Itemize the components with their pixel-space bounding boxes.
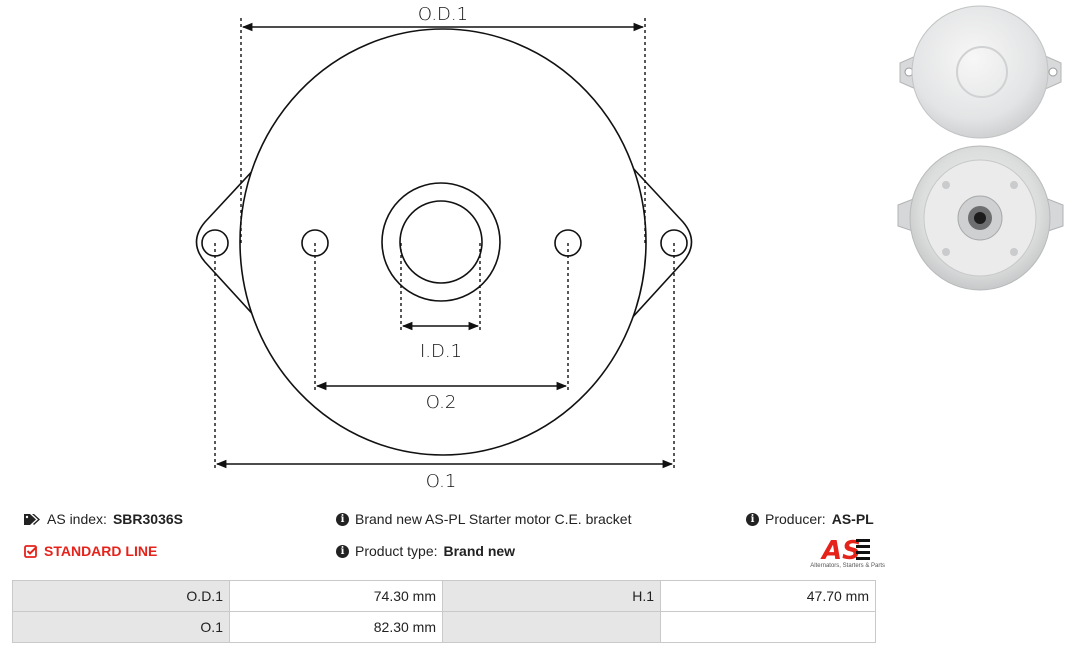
spec-value [660,611,876,643]
spec-value: 82.30 mm [229,611,443,643]
bushing-inner [399,200,483,284]
id1-label: I.D.1 [420,341,462,362]
spec-value: 74.30 mm [229,580,443,612]
check-square-icon [24,544,38,558]
product-photo [897,5,1064,291]
spec-table: O.D.1 74.30 mm H.1 47.70 mm O.1 82.30 mm [12,580,876,643]
tags-icon [24,513,41,526]
product-type-row: i Product type: Brand new [336,543,515,559]
right-ear-outline [629,164,693,321]
standard-line-row: STANDARD LINE [24,543,157,559]
spec-label [442,611,661,643]
as-pl-logo: AS [820,536,870,566]
table-row: O.D.1 74.30 mm H.1 47.70 mm [12,580,876,612]
product-type-label: Product type: [355,543,438,559]
od1-label: O.D.1 [418,4,468,25]
standard-line-label: STANDARD LINE [44,543,158,559]
photo-top-view [899,5,1062,139]
logo-subtitle: Alternators, Starters & Parts [810,563,885,569]
photo-bottom-view [897,145,1064,291]
product-type-value: Brand new [443,543,516,559]
description-text: Brand new AS-PL Starter motor C.E. brack… [355,511,632,527]
spec-value: 47.70 mm [660,580,876,612]
as-index-value: SBR3036S [112,511,183,527]
spec-label: O.1 [12,611,230,643]
as-index-row: AS index: SBR3036S [24,511,183,527]
info-circle-icon: i [336,544,349,558]
spec-label: O.D.1 [12,580,230,612]
left-ear-outline [195,164,259,321]
description-row: i Brand new AS-PL Starter motor C.E. bra… [336,511,632,527]
producer-value: AS-PL [831,511,874,527]
table-row: O.1 82.30 mm [12,611,876,643]
o2-label: O.2 [426,392,457,413]
info-circle-icon: i [336,512,349,526]
as-index-label: AS index: [47,511,107,527]
logo-text: AS [820,536,861,566]
producer-row: i Producer: AS-PL [746,511,874,527]
spec-label: H.1 [442,580,661,612]
technical-drawing: O.D.1 I.D.1 O.2 O.1 [195,4,693,492]
info-circle-icon: i [746,512,759,526]
bushing-outer [381,182,501,302]
o1-label: O.1 [426,471,457,492]
producer-label: Producer: [765,511,826,527]
